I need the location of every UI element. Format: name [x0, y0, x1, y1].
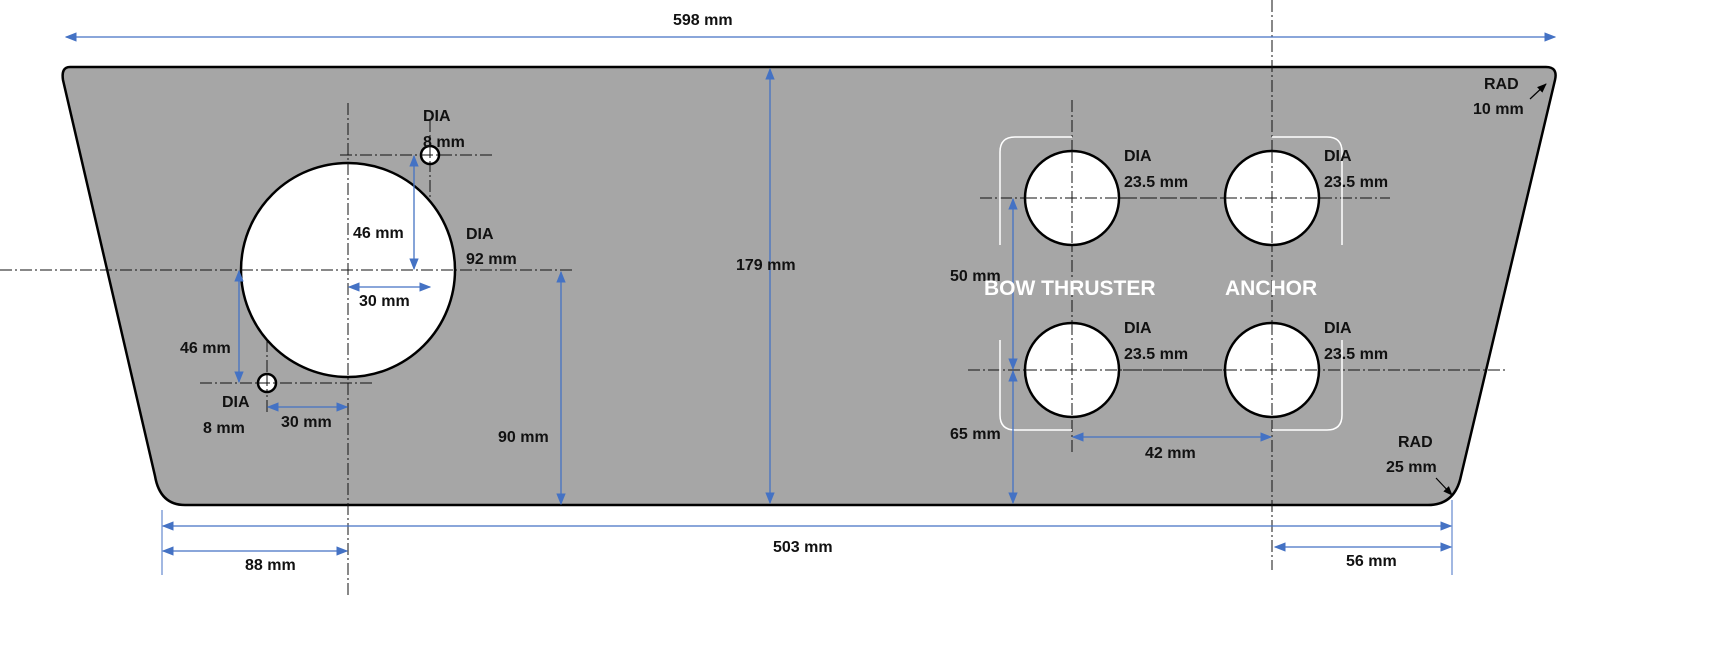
switch-dia-label: DIA — [1324, 148, 1352, 165]
bow-thruster-label: BOW THRUSTER — [984, 277, 1156, 300]
switch-dia-label: DIA — [1324, 320, 1352, 337]
hole-crosshairs — [241, 146, 1319, 417]
lower-hole-horizontal-label: 30 mm — [281, 414, 332, 431]
switch-size-label: 23.5 mm — [1124, 346, 1188, 363]
overall-width-label: 598 mm — [673, 12, 733, 29]
switch-dia-label: DIA — [1124, 320, 1152, 337]
small-bottom-size-label: 8 mm — [203, 420, 245, 437]
switch-bottom-offset-label: 65 mm — [950, 426, 1001, 443]
switch-size-label: 23.5 mm — [1124, 174, 1188, 191]
switch-dia-label: DIA — [1124, 148, 1152, 165]
height-label: 179 mm — [736, 257, 796, 274]
panel-outline — [61, 65, 1557, 507]
group-brackets — [999, 136, 1343, 431]
upper-hole-horizontal-label: 30 mm — [359, 293, 410, 310]
switch-size-label: 23.5 mm — [1324, 174, 1388, 191]
bottom-corner-size-label: 25 mm — [1386, 459, 1437, 476]
upper-hole-vertical-label: 46 mm — [353, 225, 404, 242]
small-bottom-dia-label: DIA — [222, 394, 250, 411]
switch-size-label: 23.5 mm — [1324, 346, 1388, 363]
top-corner-rad-label: RAD — [1484, 76, 1519, 93]
bottom-corner-rad-label: RAD — [1398, 434, 1433, 451]
anchor-label: ANCHOR — [1225, 277, 1317, 300]
left-offset-label: 88 mm — [245, 557, 296, 574]
top-corner-size-label: 10 mm — [1473, 101, 1524, 118]
large-dia-label: DIA — [466, 226, 494, 243]
small-top-size-label: 8 mm — [423, 134, 465, 151]
bottom-width-label: 503 mm — [773, 539, 833, 556]
right-offset-label: 56 mm — [1346, 553, 1397, 570]
switch-column-spacing-label: 42 mm — [1145, 445, 1196, 462]
gauge-center-height-label: 90 mm — [498, 429, 549, 446]
lower-hole-vertical-label: 46 mm — [180, 340, 231, 357]
large-size-label: 92 mm — [466, 251, 517, 268]
switch-row-spacing-label: 50 mm — [950, 268, 1001, 285]
dimension-lines — [64, 32, 1557, 575]
small-top-dia-label: DIA — [423, 108, 451, 125]
